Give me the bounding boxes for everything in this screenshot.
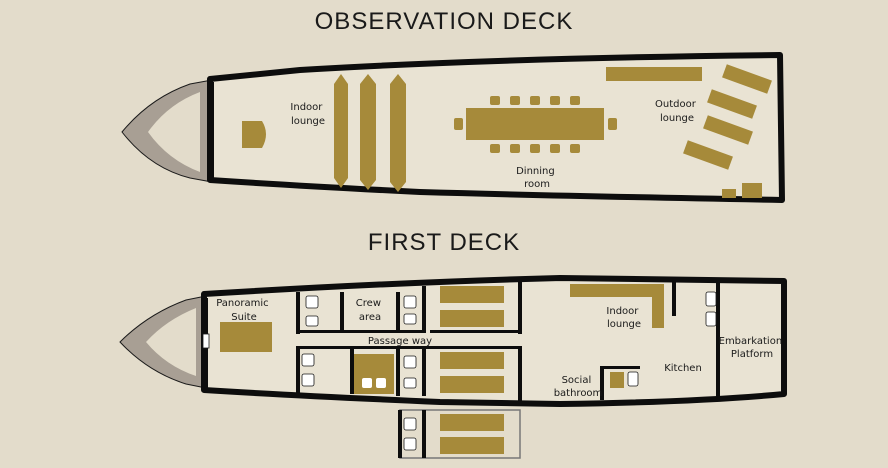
first-suite-bed [220, 322, 272, 352]
observation-deck: Indoor lounge Dinning room Outdoor loung… [121, 52, 785, 203]
obs-indoor-lounge-label: Indoor lounge [290, 102, 325, 127]
first-panoramic-suite-label: Panoramic Suite [216, 298, 272, 323]
first-deck: Panoramic Suite Crew area Passage way In… [119, 275, 787, 459]
first-kitchen-label: Kitchen [664, 363, 702, 374]
first-lounge-sofas [570, 284, 664, 388]
first-social-bathroom-label: Social bathroom [554, 375, 603, 399]
first-hull [201, 275, 787, 407]
first-double-bed-pillows [362, 378, 386, 388]
first-walls [296, 280, 720, 402]
first-passage-way-label: Passage way [368, 336, 432, 347]
first-indoor-lounge-label: Indoor lounge [606, 306, 641, 330]
obs-dinning-table [454, 96, 617, 153]
obs-outdoor-loungers [606, 64, 772, 198]
first-lower-cabin [398, 409, 521, 459]
first-deck-title: FIRST DECK [367, 229, 521, 256]
first-embarkation-platform-label: Embarkation Platform [719, 336, 786, 360]
first-cabin-beds [354, 286, 504, 394]
observation-deck-title: OBSERVATION DECK [314, 8, 574, 35]
first-bathroom-fixtures [301, 291, 717, 451]
obs-outdoor-lounge-label: Outdoor lounge [655, 99, 699, 124]
first-crew-area-label: Crew area [356, 298, 384, 323]
obs-dinning-room-label: Dinning room [516, 166, 558, 190]
obs-benches [334, 74, 406, 192]
obs-lounge-chair [242, 121, 266, 148]
